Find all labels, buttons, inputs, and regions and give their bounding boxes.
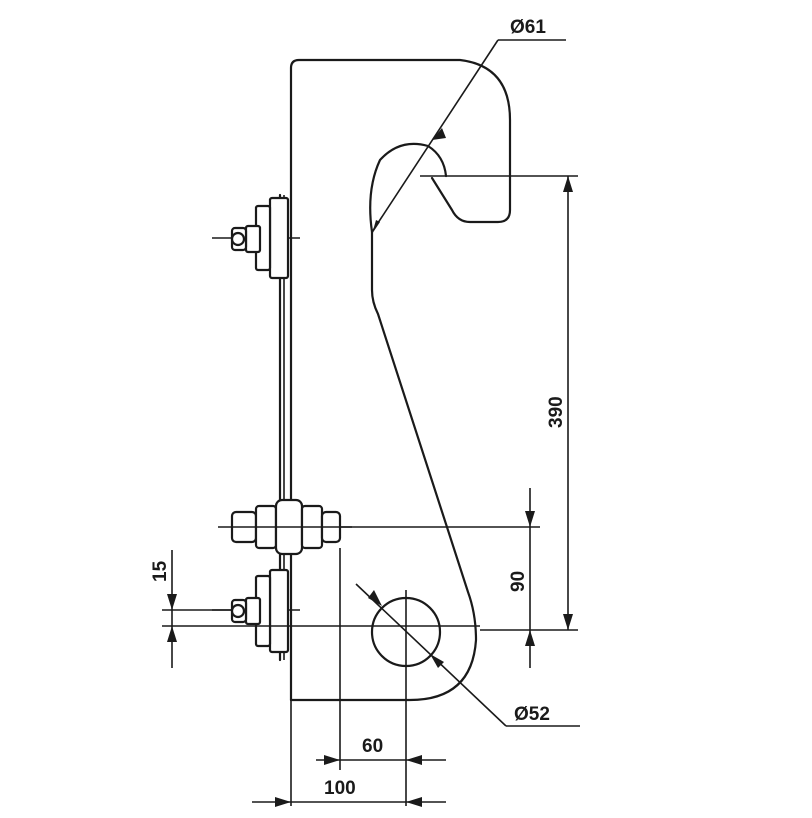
dim-60: 60: [316, 736, 446, 765]
dim-60-label: 60: [362, 736, 383, 757]
upper-bolt-assembly: [212, 196, 300, 280]
dim-390: 390: [420, 175, 578, 631]
dim-hole-diameter: Ø52: [355, 583, 580, 727]
dim-90-label: 90: [508, 571, 529, 592]
dim-90: 90: [340, 488, 540, 668]
lower-bolt-assembly: [212, 568, 300, 654]
hole-diameter-label: Ø52: [514, 704, 550, 725]
bracket-plate: [289, 58, 512, 702]
hook-diameter-label: Ø61: [510, 17, 546, 38]
dim-15-label: 15: [150, 560, 171, 582]
dim-390-label: 390: [546, 396, 567, 428]
dim-hook-diameter: Ø61: [371, 17, 566, 234]
dim-15: 15: [150, 550, 480, 668]
dim-100-label: 100: [324, 778, 356, 799]
middle-bolt-assembly: [218, 498, 352, 556]
dim-100: 100: [252, 778, 446, 807]
